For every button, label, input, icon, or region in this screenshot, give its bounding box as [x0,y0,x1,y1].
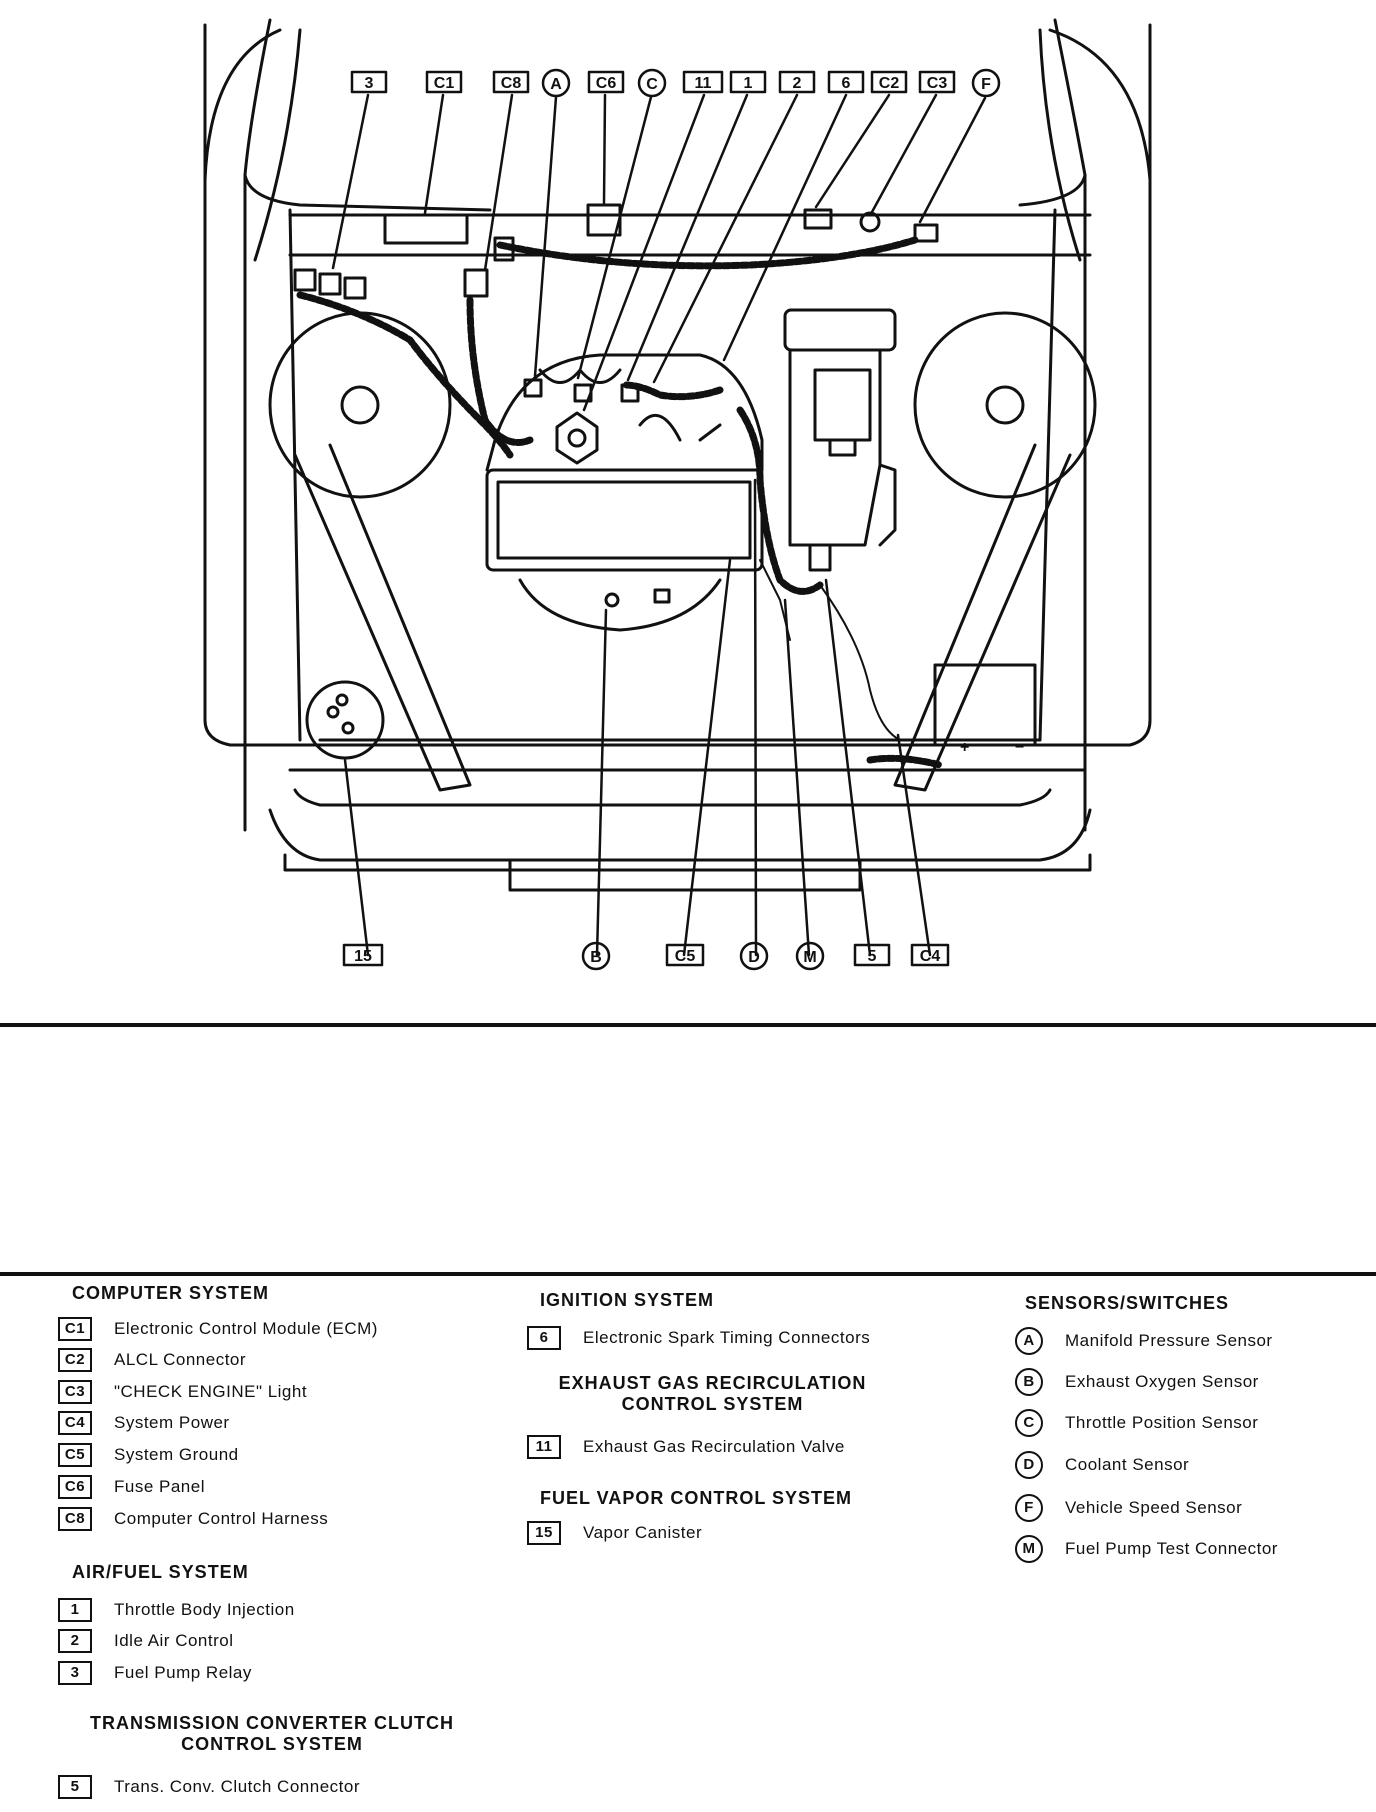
callout-2 [778,70,816,94]
legend-item-c3: C3"CHECK ENGINE" Light [58,1380,307,1404]
legend-title-egr-line1: EXHAUST GAS RECIRCULATION [558,1373,867,1393]
engine-block [485,353,764,632]
legend-title-computer: COMPUTER SYSTEM [72,1283,270,1303]
legend-title-egr-line2: CONTROL SYSTEM [621,1394,804,1414]
callout-c5 [665,943,705,967]
callout-5-label: 5 [868,948,877,965]
svg-text:+: + [960,739,969,756]
callout-c6 [587,70,625,94]
legend-title-egr: EXHAUST GAS RECIRCULATION CONTROL SYSTEM [540,1373,885,1415]
legend-title-tcc-line1: TRANSMISSION CONVERTER CLUTCH [89,1713,454,1733]
callout-3-label: 3 [365,75,374,92]
callout-c2-label: C2 [879,75,900,92]
callout-c [637,68,667,98]
engine-compartment-diagram: + − [203,18,1152,971]
callout-6-label: 6 [842,75,851,92]
callout-c1-label: C1 [434,75,455,92]
callout-15 [342,943,384,967]
callout-c8 [492,70,530,94]
callout-c2 [870,70,908,94]
callout-1-label: 1 [744,75,753,92]
separator-rule-top [0,1023,1376,1027]
callout-c4 [910,943,950,967]
callout-6 [827,70,865,94]
legend-title-ignition: IGNITION SYSTEM [540,1290,715,1310]
callout-2-label: 2 [793,75,802,92]
legend-title-tcc: TRANSMISSION CONVERTER CLUTCH CONTROL SY… [72,1713,472,1755]
callout-d-label: D [748,949,760,966]
legend-title-airfuel: AIR/FUEL SYSTEM [72,1562,249,1582]
callout-5 [853,943,891,967]
firewall-components [293,203,939,300]
legend-title-tcc-line2: CONTROL SYSTEM [181,1734,363,1754]
top-callouts: 3 C1 C8 A C6 C 11 1 2 6 C2 C3 F [350,68,1001,98]
callout-c-label: C [646,76,658,93]
separator-rule-bottom [0,1272,1376,1276]
svg-text:−: − [1015,739,1024,756]
callout-3 [350,70,388,94]
legend-title-fuelvapor: FUEL VAPOR CONTROL SYSTEM [540,1488,853,1508]
right-wheel-well [893,311,1097,792]
callout-f-label: F [981,76,991,93]
bottom-callouts: 15 B C5 D M 5 C4 [342,941,950,971]
callout-c8-label: C8 [501,75,522,92]
leader-lines [331,93,987,957]
callout-c5-label: C5 [675,948,696,965]
callout-a-label: A [550,76,562,93]
callout-c4-label: C4 [920,948,941,965]
callout-c3-label: C3 [927,75,948,92]
callout-d [739,941,769,971]
callout-c3 [918,70,956,94]
vapor-canister-shape [305,680,385,760]
callout-15-label: 15 [354,948,372,965]
callout-a [541,68,571,98]
callout-11 [682,70,724,94]
callout-b-label: B [590,949,602,966]
callout-b [581,941,611,971]
battery: + − [933,663,1037,756]
callout-m-label: M [803,949,816,966]
callout-m [795,941,825,971]
callout-11-label: 11 [695,75,712,92]
callout-c6-label: C6 [596,75,617,92]
callout-f [971,68,1001,98]
legend-title-sensors: SENSORS/SWITCHES [1025,1293,1230,1313]
vehicle-body-outline [203,18,1152,892]
callout-1 [729,70,767,94]
brake-booster [783,308,897,572]
callout-c1 [425,70,463,94]
